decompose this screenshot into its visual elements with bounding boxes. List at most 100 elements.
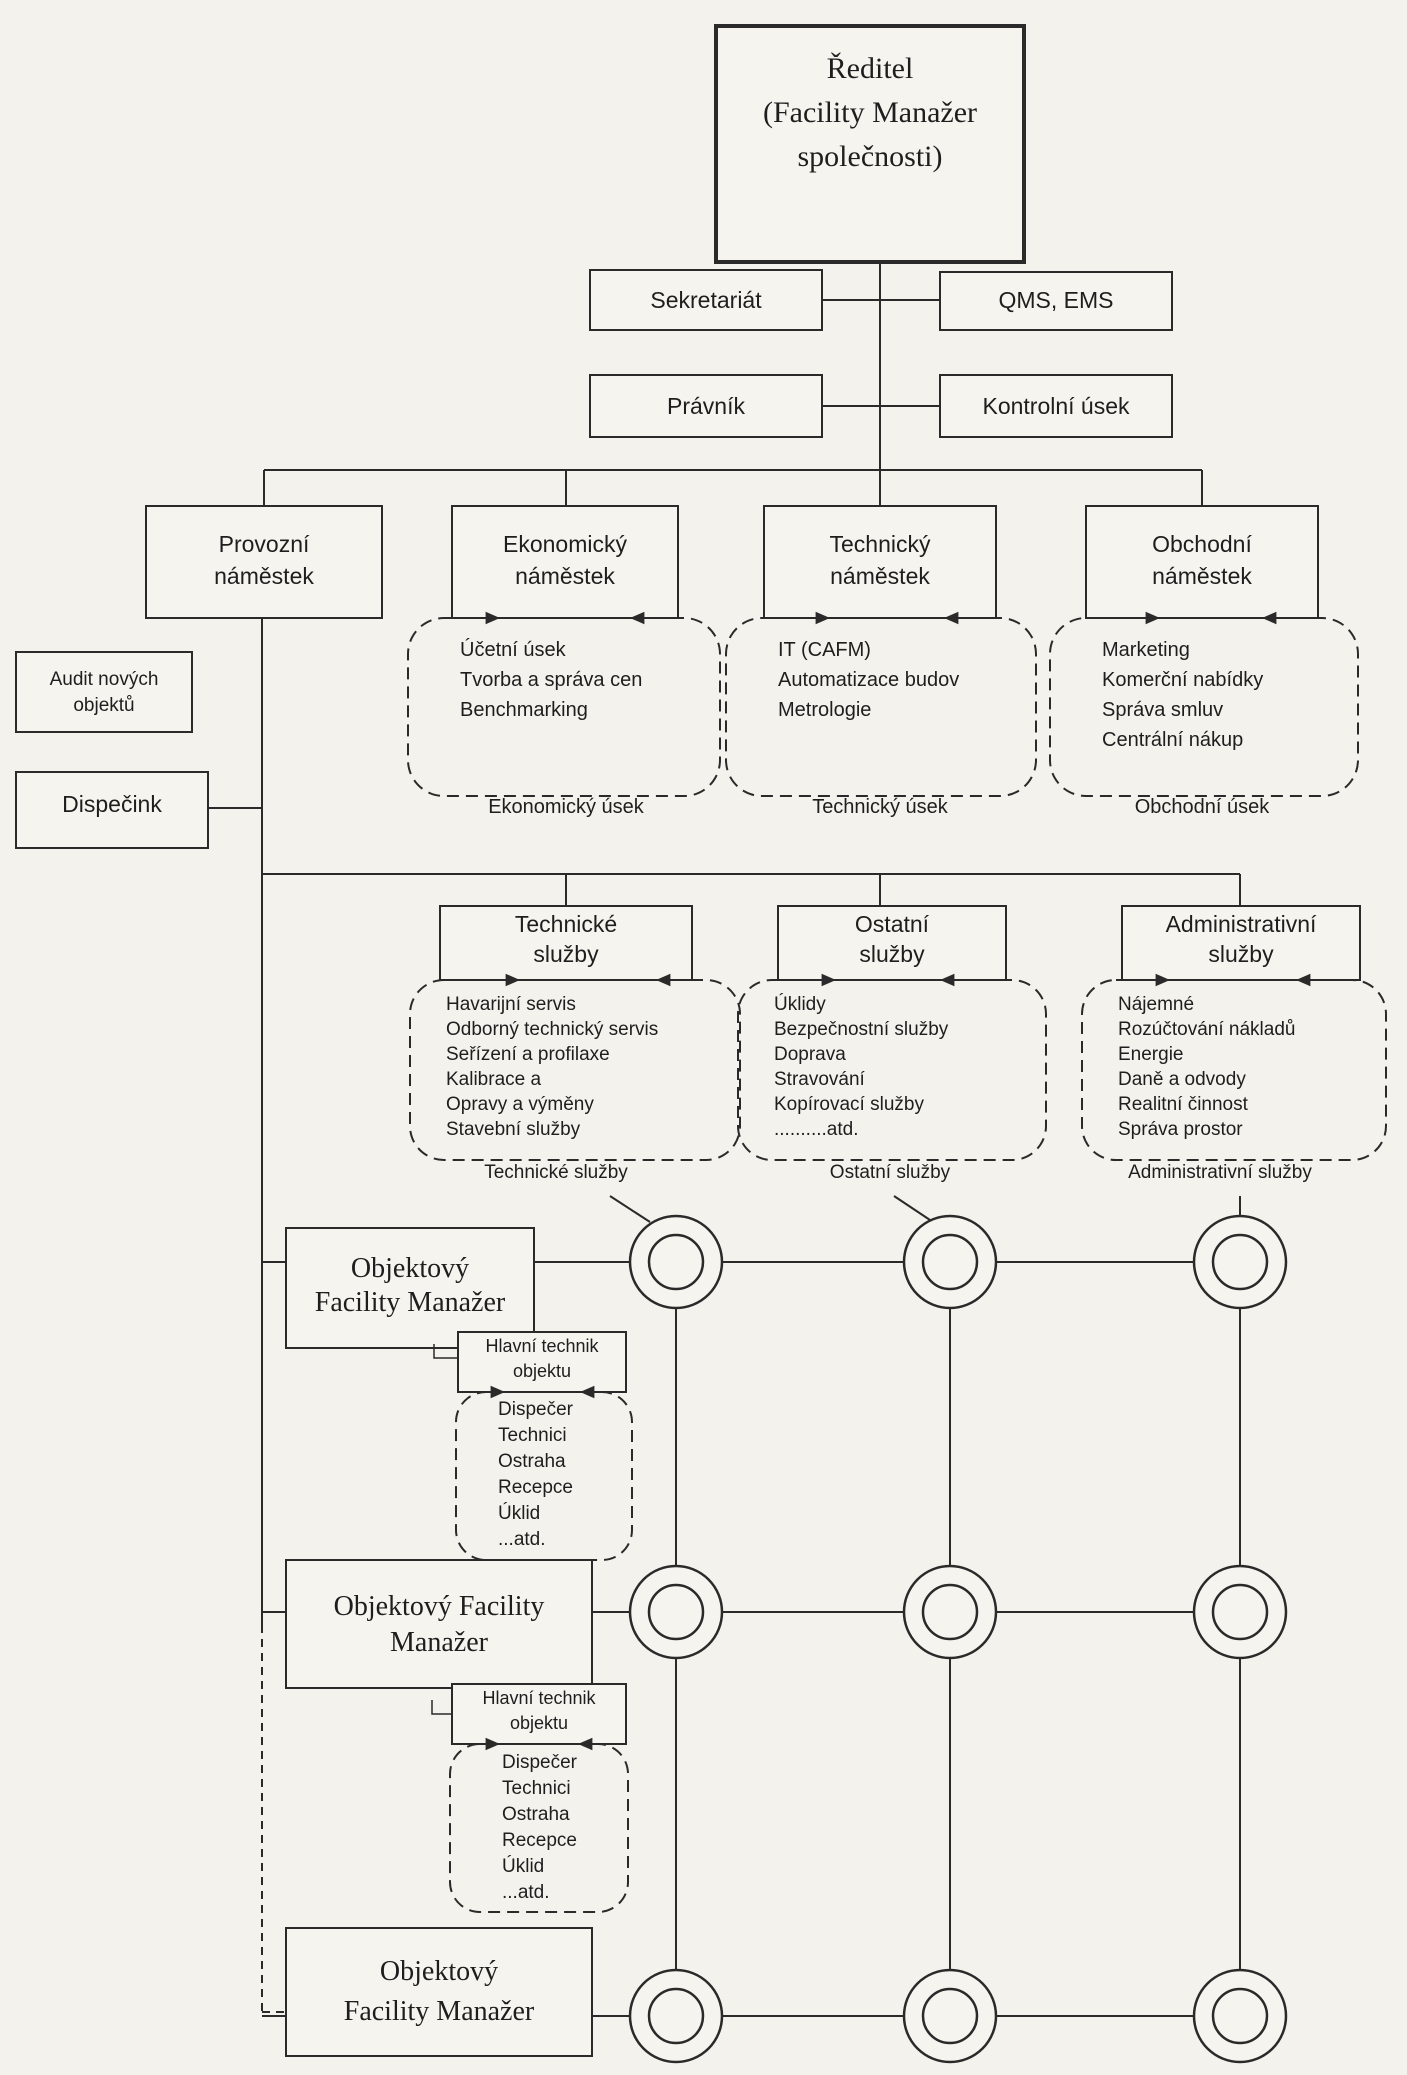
service-admin-item: Realitní činnost [1118, 1094, 1249, 1115]
team-2-arrow-right [485, 1737, 500, 1751]
lawyer-label: Právník [667, 393, 745, 419]
dispatch-box [15, 771, 209, 849]
node-inner-ring [647, 1987, 705, 2045]
service-other-title: Ostatní [855, 911, 930, 937]
director-label: Ředitel [827, 52, 914, 85]
facility-manager-3-label: Facility Manažer [344, 1996, 535, 2027]
facility-manager-2-label: Manažer [390, 1627, 489, 1658]
service-other-box [737, 979, 1047, 1161]
service-technical-item: Stavební služby [446, 1119, 581, 1140]
deputy-commercial-label: Obchodní [1152, 531, 1252, 557]
secretariat-box [589, 269, 823, 331]
service-admin-box [1081, 979, 1387, 1161]
service-technical-title: služby [533, 941, 599, 967]
service-admin-arrow-right [1155, 973, 1170, 987]
service-admin-item: Správa prostor [1118, 1119, 1243, 1140]
deputy-operations-label: náměstek [214, 563, 314, 589]
service-other-arrow-right [821, 973, 836, 987]
team-2-staff-item: Úklid [502, 1855, 544, 1877]
service-other-item: Úklidy [774, 993, 826, 1015]
department-technical-item: IT (CAFM) [778, 639, 871, 661]
matrix-node-r1-c3 [1192, 1214, 1288, 1310]
deputy-operations-label: Provozní [219, 531, 310, 557]
service-technical-box [409, 979, 741, 1161]
service-other-item: Bezpečnostní služby [774, 1019, 949, 1040]
facility-manager-1-label: Facility Manažer [315, 1287, 506, 1318]
service-technical-caption: Technické služby [484, 1162, 628, 1183]
department-technical-arrow-right [815, 611, 830, 625]
director-label: (Facility Manažer [763, 96, 977, 129]
service-technical-arrow-left [656, 973, 671, 987]
team-2-staff-item: ...atd. [502, 1882, 550, 1903]
service-technical-item: Odborný technický servis [446, 1019, 658, 1040]
service-other-title-box [777, 905, 1007, 981]
service-technical-item: Seřízení a profilaxe [446, 1044, 610, 1065]
service-other-title: služby [859, 941, 925, 967]
department-commercial-caption: Obchodní úsek [1135, 796, 1271, 818]
team-2-arrow-left [578, 1737, 593, 1751]
department-commercial-arrow-right [1145, 611, 1160, 625]
matrix-node-r3-c3 [1192, 1968, 1288, 2064]
deputy-commercial-label: náměstek [1152, 563, 1252, 589]
department-commercial-item: Centrální nákup [1102, 729, 1243, 751]
department-technical-box [725, 617, 1037, 797]
service-other-item: Doprava [774, 1044, 846, 1065]
facility-manager-1-label: Objektový [351, 1253, 469, 1284]
department-economic-item: Benchmarking [460, 699, 588, 721]
matrix-node-r3-c2 [902, 1968, 998, 2064]
node-inner-ring [921, 1583, 979, 1641]
team-1-staff-item: Úklid [498, 1502, 540, 1524]
deputy-technical-label: Technický [830, 531, 931, 557]
audit-box [15, 651, 193, 733]
department-technical-arrow-left [944, 611, 959, 625]
service-other-item: Stravování [774, 1069, 866, 1090]
dispatch-label: Dispečink [62, 791, 162, 817]
team-2-staff-item: Recepce [502, 1830, 577, 1851]
team-1-tick [433, 1344, 458, 1359]
qms-label: QMS, EMS [998, 287, 1113, 313]
facility-manager-3-label: Objektový [380, 1956, 498, 1987]
facility-manager-2-box [285, 1559, 593, 1689]
node-inner-ring [921, 1987, 979, 2045]
service-admin-item: Nájemné [1118, 994, 1194, 1015]
service-admin-title-box [1121, 905, 1361, 981]
department-technical-item: Automatizace budov [778, 669, 959, 691]
matrix-node-r2-c1 [628, 1564, 724, 1660]
service-admin-title: Administrativní [1166, 911, 1317, 937]
secretariat-label: Sekretariát [650, 287, 762, 313]
service-other-arrow-left [940, 973, 955, 987]
department-economic-box [407, 617, 721, 797]
department-commercial-item: Správa smluv [1102, 699, 1223, 721]
director-box [714, 24, 1026, 264]
department-economic-item: Tvorba a správa cen [460, 669, 642, 691]
service-other-to-node-line [893, 1195, 931, 1221]
deputy-technical-box [763, 505, 997, 619]
service-technical-item: Kalibrace a [446, 1069, 541, 1090]
node-inner-ring [1211, 1583, 1269, 1641]
matrix-node-r2-c3 [1192, 1564, 1288, 1660]
deputy-commercial-box [1085, 505, 1319, 619]
deputy-operations-box [145, 505, 383, 619]
audit-label: Audit nových [50, 669, 159, 690]
service-other-item: ..........atd. [774, 1119, 858, 1140]
deputy-economic-label: náměstek [515, 563, 615, 589]
team-2-staff-item: Technici [502, 1778, 571, 1799]
team-2-chief-box [451, 1683, 627, 1745]
team-1-staff-box [455, 1391, 633, 1561]
service-admin-item: Energie [1118, 1044, 1184, 1065]
service-technical-arrow-right [505, 973, 520, 987]
team-2-chief-label: objektu [510, 1713, 568, 1733]
team-1-arrow-right [490, 1385, 505, 1399]
node-inner-ring [647, 1583, 705, 1641]
team-1-staff-item: Recepce [498, 1477, 573, 1498]
service-technical-item: Opravy a výměny [446, 1094, 594, 1115]
node-inner-ring [647, 1233, 705, 1291]
deputy-economic-label: Ekonomický [503, 531, 627, 557]
deputy-technical-label: náměstek [830, 563, 930, 589]
team-2-tick [431, 1700, 452, 1715]
team-2-staff-item: Dispečer [502, 1752, 578, 1773]
team-1-chief-box [457, 1331, 627, 1393]
node-inner-ring [921, 1233, 979, 1291]
service-technical-title-box [439, 905, 693, 981]
